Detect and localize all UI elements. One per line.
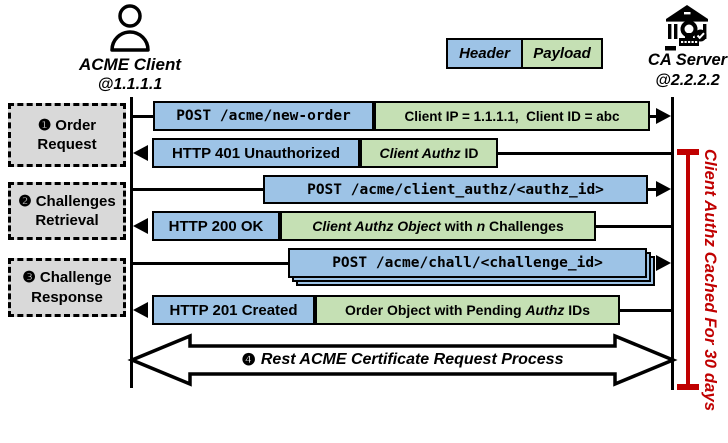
msg5-arrowhead xyxy=(656,255,671,271)
msg4-payload-box: Client Authz Object with n Challenges xyxy=(280,211,596,241)
rest-process-label: ❹ Rest ACME Certificate Request Process xyxy=(241,351,564,369)
msg3-arrowhead xyxy=(656,181,671,197)
person-icon xyxy=(110,4,150,52)
msg1-line2 xyxy=(648,114,658,118)
legend-header: Header xyxy=(448,40,521,67)
msg3-line2 xyxy=(646,187,658,191)
msg6-arrowhead xyxy=(133,302,148,318)
legend: Header Payload xyxy=(446,38,603,69)
msg4-header-box: HTTP 200 OK xyxy=(152,211,280,241)
server-address: @2.2.2.2 xyxy=(655,72,720,89)
msg2-payload-box: Client Authz ID xyxy=(360,138,498,168)
msg2-arrowhead xyxy=(133,145,148,161)
msg3-header-box: POST /acme/client_authz/<authz_id> xyxy=(263,175,648,204)
msg6-header-box: HTTP 201 Created xyxy=(152,295,315,325)
cache-bracket-line xyxy=(686,152,690,386)
msg1-line xyxy=(132,114,155,118)
msg1-header-box: POST /acme/new-order xyxy=(153,101,374,131)
msg1-arrowhead xyxy=(656,108,671,124)
msg4-arrowhead xyxy=(133,218,148,234)
msg3-line xyxy=(132,187,265,191)
server-lifeline xyxy=(671,97,674,390)
msg4-line xyxy=(596,224,673,228)
rest-process-double-arrow xyxy=(127,333,678,387)
client-address: @1.1.1.1 xyxy=(97,76,163,93)
cache-duration-annotation: Client Authz Cached For 30 days xyxy=(701,149,719,412)
bank-certificate-icon xyxy=(665,5,708,51)
client-lifeline xyxy=(130,97,133,388)
msg1-payload-box: Client IP = 1.1.1.1, Client ID = abc xyxy=(374,101,650,131)
msg2-header-box: HTTP 401 Unauthorized xyxy=(152,138,360,168)
msg5-header-box: POST /acme/chall/<challenge_id> xyxy=(288,248,647,278)
msg2-line xyxy=(498,151,673,155)
client-name: ACME Client xyxy=(79,55,181,74)
msg5-line xyxy=(132,261,290,265)
cache-bracket-bottom-cap xyxy=(677,384,699,390)
msg6-payload-box: Order Object with Pending Authz IDs xyxy=(315,295,620,325)
server-name: CA Server xyxy=(647,51,728,69)
msg6-line xyxy=(620,308,673,312)
legend-payload: Payload xyxy=(521,40,601,67)
